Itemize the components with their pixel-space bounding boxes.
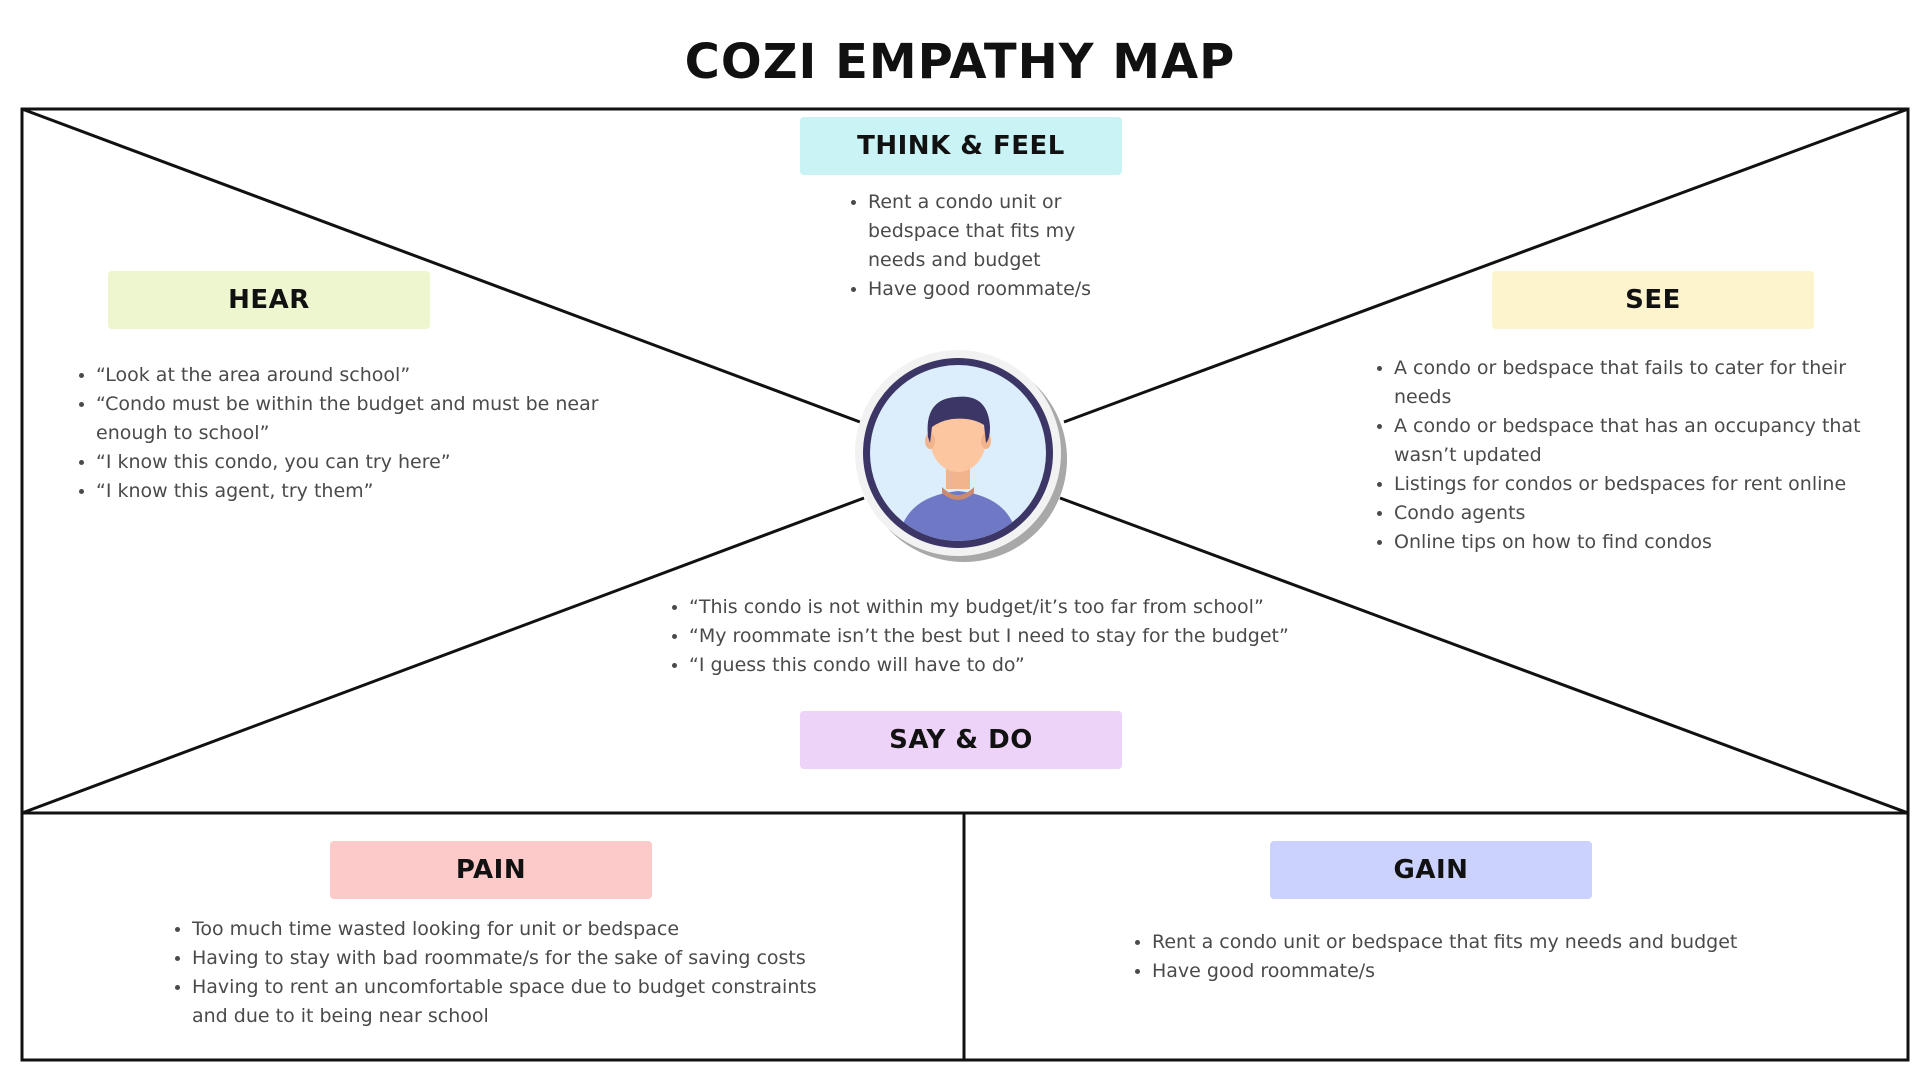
list-item: A condo or bedspace that fails to cater … — [1394, 354, 1904, 412]
diagonal-bottom-right — [1059, 496, 1909, 815]
pain-label: PAIN — [330, 841, 652, 899]
list-item: Too much time wasted looking for unit or… — [192, 915, 852, 944]
hear-list: “Look at the area around school” “Condo … — [70, 361, 636, 506]
list-item: Rent a condo unit or bedspace that fits … — [868, 188, 1128, 275]
gain-list: Rent a condo unit or bedspace that fits … — [1126, 928, 1852, 986]
list-item: “I guess this condo will have to do” — [689, 651, 1329, 680]
list-item: Listings for condos or bedspaces for ren… — [1394, 470, 1904, 499]
list-item: Rent a condo unit or bedspace that fits … — [1152, 928, 1852, 957]
page-title: COZI EMPATHY MAP — [684, 34, 1236, 90]
diagonal-top-left — [21, 107, 861, 424]
pain-list: Too much time wasted looking for unit or… — [166, 915, 852, 1031]
avatar — [852, 347, 1072, 567]
think-feel-list: Rent a condo unit or bedspace that fits … — [842, 188, 1128, 304]
say-do-list: “This condo is not within my budget/it’s… — [663, 593, 1329, 680]
diagonal-bottom-left — [21, 496, 865, 815]
see-label: SEE — [1492, 271, 1814, 329]
say-do-label: SAY & DO — [800, 711, 1122, 769]
diagonal-top-right — [1063, 107, 1909, 424]
gain-label: GAIN — [1270, 841, 1592, 899]
list-item: Online tips on how to find condos — [1394, 528, 1904, 557]
list-item: “Look at the area around school” — [96, 361, 636, 390]
see-list: A condo or bedspace that fails to cater … — [1368, 354, 1904, 557]
think-feel-label: THINK & FEEL — [800, 117, 1122, 175]
list-item: Condo agents — [1394, 499, 1904, 528]
list-item: “Condo must be within the budget and mus… — [96, 390, 636, 448]
list-item: “I know this agent, try them” — [96, 477, 636, 506]
list-item: Having to stay with bad roommate/s for t… — [192, 944, 852, 973]
hear-label: HEAR — [108, 271, 430, 329]
list-item: Having to rent an uncomfortable space du… — [192, 973, 852, 1031]
user-avatar-icon — [855, 350, 1067, 562]
list-item: Have good roommate/s — [1152, 957, 1852, 986]
list-item: “My roommate isn’t the best but I need t… — [689, 622, 1329, 651]
list-item: A condo or bedspace that has an occupanc… — [1394, 412, 1904, 470]
list-item: “This condo is not within my budget/it’s… — [689, 593, 1329, 622]
list-item: Have good roommate/s — [868, 275, 1128, 304]
list-item: “I know this condo, you can try here” — [96, 448, 636, 477]
